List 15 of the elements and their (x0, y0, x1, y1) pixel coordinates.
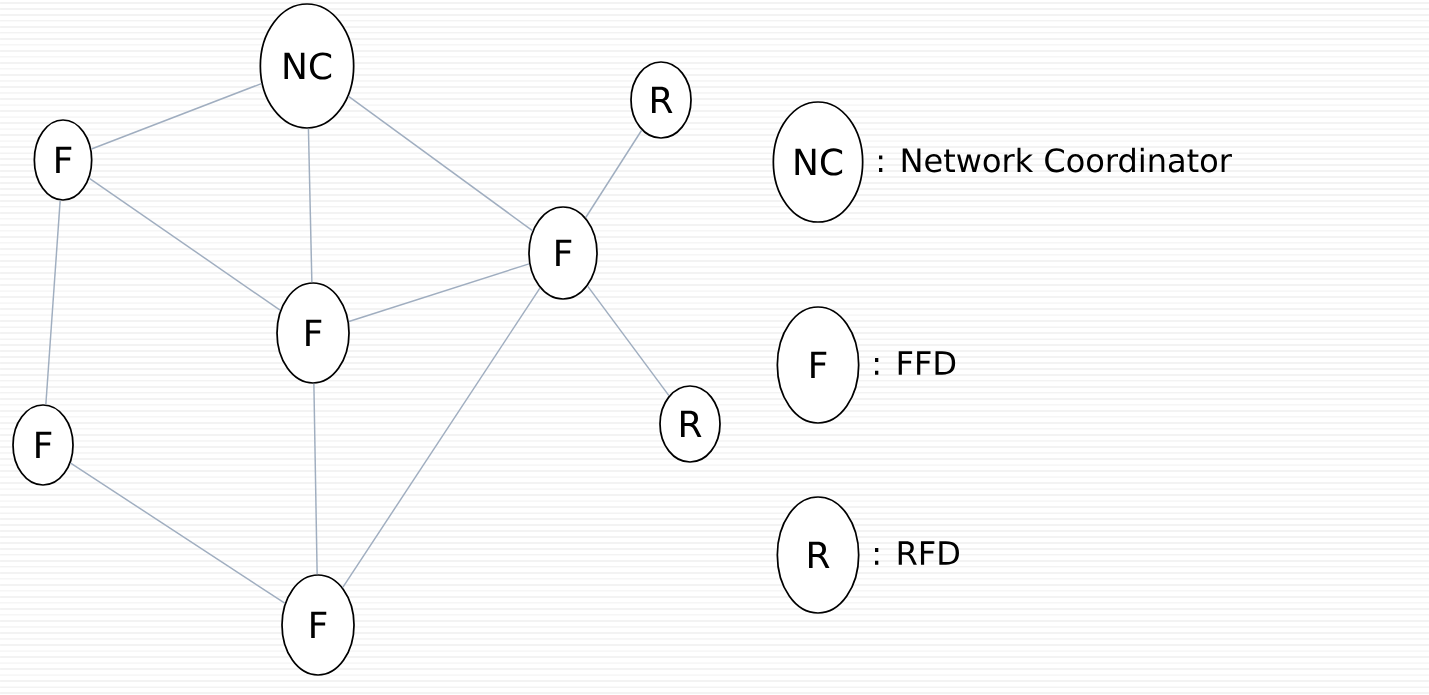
node-label: F (311, 611, 327, 639)
node-caption: : Network Coordinator (879, 147, 1232, 173)
connector-line (45, 199, 61, 406)
connector-line (307, 128, 313, 283)
node-caption: : FFD (875, 351, 956, 375)
connector-line (90, 82, 263, 150)
connector-line (586, 285, 670, 397)
connector-line (313, 383, 318, 575)
connector-line (88, 177, 281, 311)
connector-line (347, 95, 534, 232)
connector-line (348, 263, 530, 323)
connector-line (342, 287, 541, 589)
connector-line (69, 462, 286, 604)
node-caption: : RFD (875, 541, 959, 565)
connector-line (585, 129, 643, 219)
